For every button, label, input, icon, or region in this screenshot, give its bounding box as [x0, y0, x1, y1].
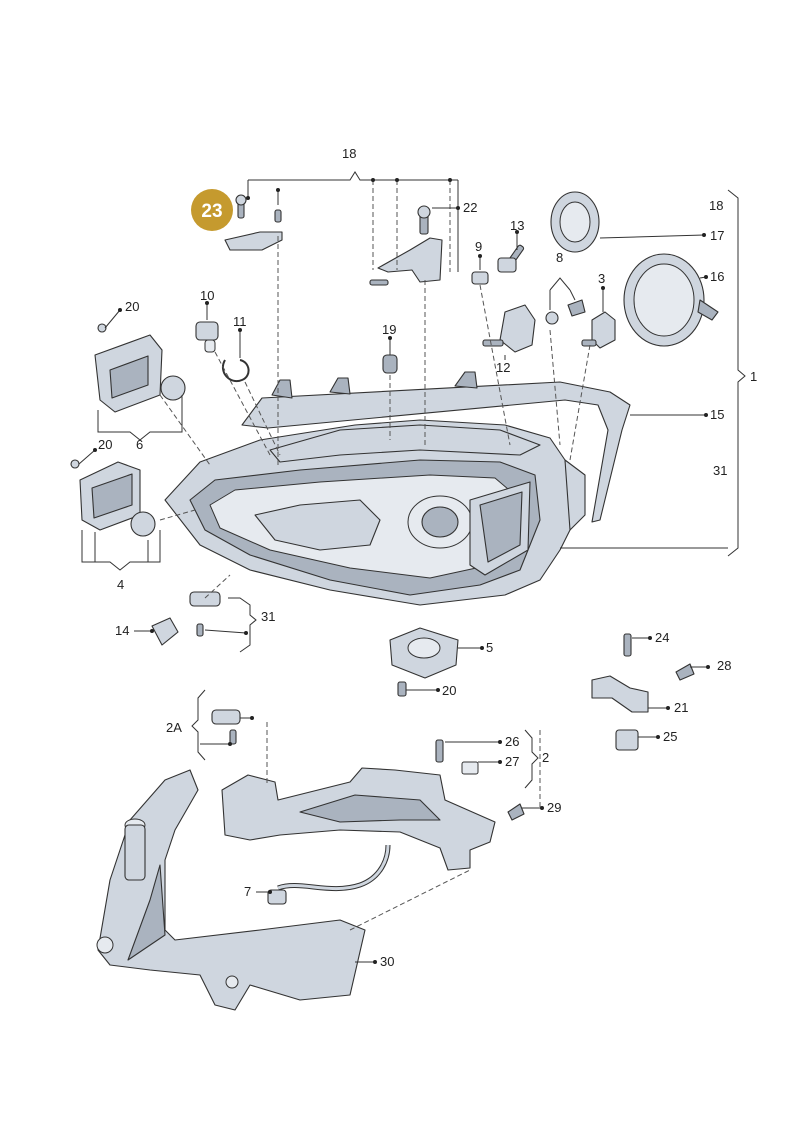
bulb-holder-3[interactable]: [581, 311, 616, 349]
part-number-15: 15: [710, 407, 724, 422]
connector-2a[interactable]: [211, 709, 241, 745]
part-number-31-left: 31: [261, 609, 275, 624]
part-number-12: 12: [496, 360, 510, 375]
part-number-22: 22: [463, 200, 477, 215]
part-number-4: 4: [117, 577, 124, 592]
part-9[interactable]: [471, 271, 489, 285]
part-number-9: 9: [475, 239, 482, 254]
part-number-21: 21: [674, 700, 688, 715]
part-number-labels: 18 18 17 16 1 15 31 22 13 9 8 3 12 10 11…: [98, 146, 757, 969]
clip-11[interactable]: [222, 359, 250, 383]
part-number-24: 24: [655, 630, 669, 645]
part-number-7: 7: [244, 884, 251, 899]
part-number-6: 6: [136, 437, 143, 452]
leader-dots: [93, 178, 710, 964]
part-number-3: 3: [598, 271, 605, 286]
top-cover-strip[interactable]: [241, 371, 631, 523]
part-number-20-middle: 20: [98, 437, 112, 452]
screws-8[interactable]: [545, 299, 586, 325]
part-number-19: 19: [382, 322, 396, 337]
part-number-13: 13: [510, 218, 524, 233]
cap-16[interactable]: [623, 253, 719, 347]
part-number-28: 28: [717, 658, 731, 673]
part-number-31-right: 31: [713, 463, 727, 478]
leader-lines: [78, 171, 746, 963]
part-number-26: 26: [505, 734, 519, 749]
bracket-2[interactable]: [221, 739, 525, 871]
part-number-18-right: 18: [709, 198, 723, 213]
part-number-27: 27: [505, 754, 519, 769]
part-number-5: 5: [486, 640, 493, 655]
dashed-leaders: [159, 180, 591, 931]
part-number-2: 2: [542, 750, 549, 765]
part-number-18-top: 18: [342, 146, 356, 161]
ring-17[interactable]: [550, 191, 600, 253]
part-number-25: 25: [663, 729, 677, 744]
part-number-20-bottom: 20: [442, 683, 456, 698]
bracket-22[interactable]: [369, 205, 443, 286]
part-number-10: 10: [200, 288, 214, 303]
part-number-1: 1: [750, 369, 757, 384]
part-number-16: 16: [710, 269, 724, 284]
highlight-badge-23[interactable]: 23: [191, 189, 233, 231]
part-number-11: 11: [233, 314, 247, 329]
part-number-14: 14: [115, 623, 129, 638]
part-number-20-top: 20: [125, 299, 139, 314]
bulb-10[interactable]: [195, 321, 219, 353]
ballast-5[interactable]: [389, 627, 459, 697]
adjuster-13[interactable]: [497, 244, 525, 273]
bracket-23[interactable]: [224, 194, 283, 251]
part-number-30: 30: [380, 954, 394, 969]
control-unit-6[interactable]: [94, 323, 186, 413]
sensor-14[interactable]: [151, 591, 221, 646]
pipe-7[interactable]: [267, 844, 391, 905]
part-number-29: 29: [547, 800, 561, 815]
part-19[interactable]: [382, 354, 398, 374]
part-number-23: 23: [201, 201, 222, 222]
part-number-2a: 2A: [166, 720, 182, 735]
part-number-8: 8: [556, 250, 563, 265]
motor-12[interactable]: [482, 304, 536, 353]
headlight-housing[interactable]: [164, 419, 586, 606]
bracket-21[interactable]: [591, 633, 695, 751]
carrier-frame-30[interactable]: [96, 769, 366, 1011]
part-number-17: 17: [710, 228, 724, 243]
control-unit-4[interactable]: [70, 459, 156, 537]
